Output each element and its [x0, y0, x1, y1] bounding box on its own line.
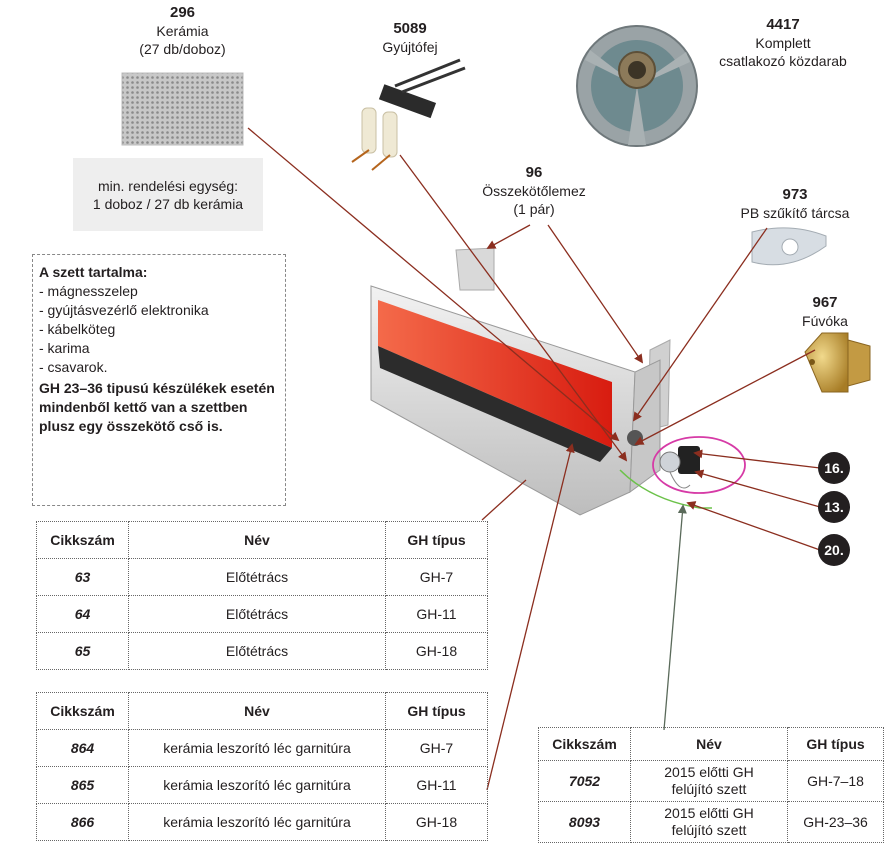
cell-name: Előtétrács: [128, 595, 386, 633]
table-row: 864 kerámia leszorító léc garnitúra GH-7: [36, 729, 488, 767]
header-type: GH típus: [385, 521, 488, 559]
connector-image: [576, 25, 698, 147]
label-plate-line2: (1 pár): [513, 201, 555, 217]
label-disc: 973 PB szűkítő tárcsa: [720, 186, 870, 222]
label-igniter-code: 5089: [393, 20, 427, 37]
table-row: 865 kerámia leszorító léc garnitúra GH-1…: [36, 766, 488, 804]
table-row: 63 Előtétrács GH-7: [36, 558, 488, 596]
label-igniter-line1: Gyújtófej: [382, 39, 438, 55]
table-header-row: Cikkszám Név GH típus: [36, 521, 488, 559]
header-type: GH típus: [385, 692, 488, 730]
cell-code: 65: [36, 632, 129, 670]
label-connector-line1: Komplett: [755, 35, 811, 51]
label-plate-code: 96: [525, 164, 543, 181]
magnet-valve-image: [652, 436, 746, 494]
table-row: 7052 2015 előtti GH felújító szett GH-7–…: [538, 760, 884, 802]
callout-20: 20.: [818, 534, 850, 566]
label-nozzle: 967 Fúvóka: [780, 294, 870, 330]
cell-type: GH-18: [385, 803, 488, 841]
header-type: GH típus: [787, 727, 884, 761]
header-name: Név: [128, 692, 386, 730]
label-plate: 96 Összekötőlemez (1 pár): [470, 164, 598, 218]
kit-item: - csavarok.: [39, 359, 108, 375]
label-connector-line2: csatlakozó közdarab: [719, 53, 847, 69]
label-disc-line1: PB szűkítő tárcsa: [740, 205, 850, 221]
kit-item: - mágnesszelep: [39, 283, 138, 299]
cell-type: GH-18: [385, 632, 488, 670]
table-row: 8093 2015 előtti GH felújító szett GH-23…: [538, 801, 884, 843]
label-igniter: 5089 Gyújtófej: [355, 20, 465, 56]
table-row: 866 kerámia leszorító léc garnitúra GH-1…: [36, 803, 488, 841]
cell-name-line1: 2015 előtti GH: [664, 764, 754, 780]
label-nozzle-line1: Fúvóka: [802, 313, 848, 329]
label-ceramic: 296 Kerámia (27 db/doboz): [122, 4, 243, 58]
cell-code: 8093: [538, 801, 631, 843]
label-disc-code: 973: [782, 186, 808, 203]
ceramic-tile-image: [121, 72, 244, 146]
cell-code: 64: [36, 595, 129, 633]
leader-line-kit: [663, 504, 687, 731]
pb-disc-image: [751, 227, 827, 266]
table-header-row: Cikkszám Név GH típus: [538, 727, 884, 761]
cell-type: GH-7: [385, 558, 488, 596]
cell-type: GH-11: [385, 766, 488, 804]
label-connector: 4417 Komplett csatlakozó közdarab: [696, 16, 870, 70]
cell-name-line2: felújító szett: [671, 822, 747, 838]
table-row: 64 Előtétrács GH-11: [36, 595, 488, 633]
cell-name: Előtétrács: [128, 632, 386, 670]
cell-code: 865: [36, 766, 129, 804]
order-note: min. rendelési egység: 1 doboz / 27 db k…: [73, 158, 263, 231]
label-ceramic-line2: (27 db/doboz): [139, 41, 226, 57]
kit-contents-box: A szett tartalma: - mágnesszelep - gyújt…: [32, 254, 286, 506]
parts-table-grille: Cikkszám Név GH típus 63 Előtétrács GH-7…: [36, 521, 488, 670]
cell-code: 7052: [538, 760, 631, 802]
label-nozzle-code: 967: [812, 294, 838, 311]
cell-name: 2015 előtti GH felújító szett: [630, 801, 788, 843]
cell-name: 2015 előtti GH felújító szett: [630, 760, 788, 802]
cell-code: 63: [36, 558, 129, 596]
nozzle-image: [804, 332, 871, 393]
label-connector-code: 4417: [766, 16, 800, 33]
cell-code: 866: [36, 803, 129, 841]
leader-lines: [247, 127, 821, 791]
parts-table-ceramic-strip: Cikkszám Név GH típus 864 kerámia leszor…: [36, 692, 488, 841]
table-row: 65 Előtétrács GH-18: [36, 632, 488, 670]
cell-type: GH-23–36: [787, 801, 884, 843]
header-code: Cikkszám: [36, 521, 129, 559]
cell-type: GH-7: [385, 729, 488, 767]
kit-item: - karima: [39, 340, 90, 356]
kit-note: GH 23–36 tipusú készülékek esetén minden…: [39, 380, 275, 434]
cell-name: Előtétrács: [128, 558, 386, 596]
igniter-image: [351, 58, 466, 171]
header-code: Cikkszám: [538, 727, 631, 761]
header-name: Név: [630, 727, 788, 761]
cell-name: kerámia leszorító léc garnitúra: [128, 766, 386, 804]
table-header-row: Cikkszám Név GH típus: [36, 692, 488, 730]
ground-wire: [619, 469, 712, 509]
label-ceramic-code: 296: [169, 4, 196, 21]
cell-name-line2: felújító szett: [671, 781, 747, 797]
kit-title: A szett tartalma:: [39, 264, 148, 280]
kit-item: - gyújtásvezérlő elektronika: [39, 302, 209, 318]
label-ceramic-line1: Kerámia: [156, 23, 209, 39]
callout-13: 13.: [818, 491, 850, 523]
parts-table-renovation-kit: Cikkszám Név GH típus 7052 2015 előtti G…: [538, 727, 884, 843]
order-note-line2: 1 doboz / 27 db kerámia: [92, 195, 244, 212]
cell-name-line1: 2015 előtti GH: [664, 805, 754, 821]
header-name: Név: [128, 521, 386, 559]
label-plate-line1: Összekötőlemez: [482, 183, 586, 199]
valve-highlight-ring: [652, 436, 746, 494]
cell-name: kerámia leszorító léc garnitúra: [128, 803, 386, 841]
cell-type: GH-7–18: [787, 760, 884, 802]
cell-code: 864: [36, 729, 129, 767]
order-note-line1: min. rendelési egység:: [97, 177, 239, 194]
kit-item: - kábelköteg: [39, 321, 116, 337]
cell-type: GH-11: [385, 595, 488, 633]
callout-16: 16.: [818, 452, 850, 484]
cell-name: kerámia leszorító léc garnitúra: [128, 729, 386, 767]
header-code: Cikkszám: [36, 692, 129, 730]
